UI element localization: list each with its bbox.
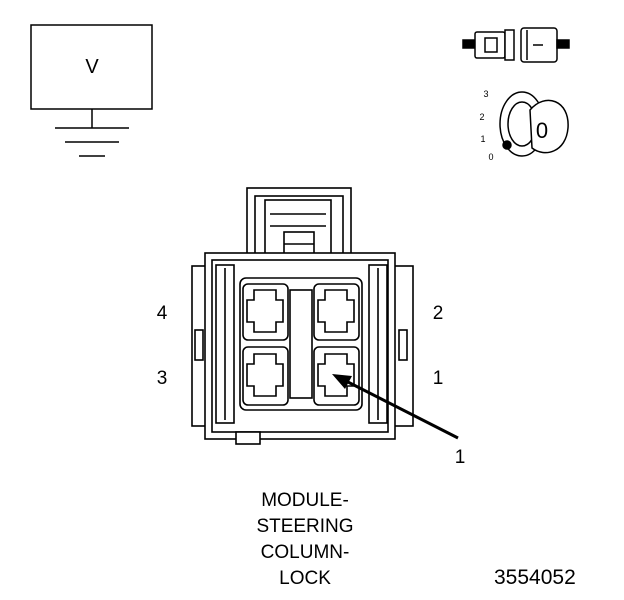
pin-cavity-2 (313, 283, 360, 341)
pin-cavity-3 (242, 346, 289, 406)
caption-line-2: STEERING (256, 516, 354, 537)
figure-number: 3554052 (494, 566, 576, 589)
ignition-position-3: 3 (483, 89, 488, 99)
component-caption: MODULE- STEERING COLUMN- LOCK (215, 488, 395, 592)
key-position-label: 0 (536, 118, 548, 143)
ignition-position-1: 1 (480, 134, 485, 144)
pin-label-4: 4 (157, 303, 168, 324)
ground-icon (55, 127, 129, 157)
caption-line-3: COLUMN- (260, 542, 350, 563)
caption-line-4: LOCK (279, 568, 331, 589)
connector-disconnected-icon (462, 27, 570, 63)
ignition-position-0: 0 (488, 152, 493, 162)
connector-face (191, 187, 414, 445)
pin-label-2: 2 (433, 303, 444, 324)
pin-label-1: 1 (433, 368, 444, 389)
ignition-position-2: 2 (479, 112, 484, 122)
caption-line-1: MODULE- (261, 490, 349, 511)
callout-arrow (332, 374, 459, 440)
voltmeter-label: V (85, 56, 99, 78)
voltmeter-symbol (30, 24, 153, 157)
callout-label: 1 (455, 447, 466, 468)
pin-label-3: 3 (157, 368, 168, 389)
ignition-key-icon (499, 91, 569, 157)
pin-cavity-4 (242, 283, 289, 341)
